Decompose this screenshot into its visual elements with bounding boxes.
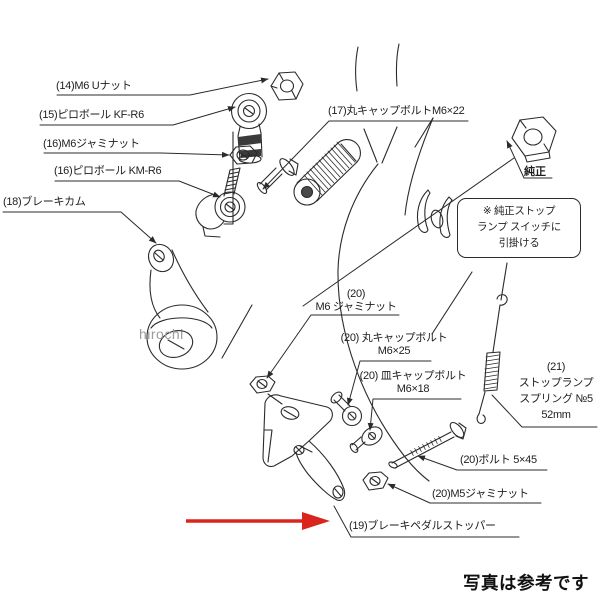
brake-cam-drawing [146, 243, 218, 370]
label-15-pillow-ball: (15)ピロボール KF-R6 [39, 109, 144, 121]
label-17-cap-bolt: (17)丸キャップボルトM6×22 [328, 105, 465, 117]
threaded-stud-drawing [223, 167, 241, 197]
label-18-brake-cam: (18)ブレーキカム [3, 196, 86, 208]
leader-lines [2, 77, 598, 538]
label-20-m6-jam-nut: (20) M6 ジャミナット [315, 288, 397, 313]
stopper-bracket-drawing [262, 394, 346, 501]
note-genuine-stop-lamp-switch: ※ 純正ストップ ランプ スイッチに 引掛ける [457, 198, 581, 258]
label-20-m5-jam-nut: (20)M5ジャミナット [432, 488, 529, 500]
flat-cap-bolt-drawing [349, 426, 383, 453]
bolt-5x45-drawing [388, 421, 467, 469]
cap-bolt-m6x22-drawing [256, 158, 299, 194]
note-line: 引掛ける [498, 237, 540, 249]
label-20-flat-cap-bolt: (20) 皿キャップボルト M6×18 [359, 370, 467, 395]
red-pointer-arrow [186, 512, 330, 530]
clamp-crescents-drawing [416, 189, 453, 238]
note-line: ※ 純正ストップ [482, 205, 556, 217]
jam-nut-m6-drawing [249, 375, 283, 405]
photo-reference-caption: 写真は参考です [463, 573, 589, 593]
label-genuine: 純正 [524, 166, 546, 178]
label-21-spring: (21) ストップランプ スプリング №5 52mm [518, 361, 594, 421]
frame-tube-drawing [221, 43, 473, 482]
u-nut-14-drawing [270, 71, 304, 101]
label-19-brake-pedal-stopper: (19)ブレーキペダルストッパー [349, 520, 496, 532]
label-16-jam-nut: (16)M6ジャミナット [43, 138, 140, 150]
genuine-nut-drawing [511, 116, 557, 163]
label-14-u-nut: (14)M6 Uナット [56, 80, 132, 92]
note-line: ランプ スイッチに [477, 221, 561, 233]
label-16-pillow-ball: (16)ピロボール KM-R6 [54, 165, 162, 177]
label-20-bolt-5x45: (20)ボルト 5×45 [460, 454, 537, 466]
jam-nut-16-drawing [229, 145, 258, 165]
pillow-ball-km-r6-drawing [195, 191, 246, 238]
stop-lamp-spring-drawing [476, 262, 508, 424]
knurled-cylinder-drawing [293, 139, 361, 206]
jam-nut-m5-drawing [362, 471, 389, 491]
label-20-round-cap-bolt: (20) 丸キャップボルト M6×25 [340, 332, 448, 357]
pillow-ball-kf-r6-drawing [230, 92, 268, 164]
watermark: hirochi [139, 326, 184, 342]
